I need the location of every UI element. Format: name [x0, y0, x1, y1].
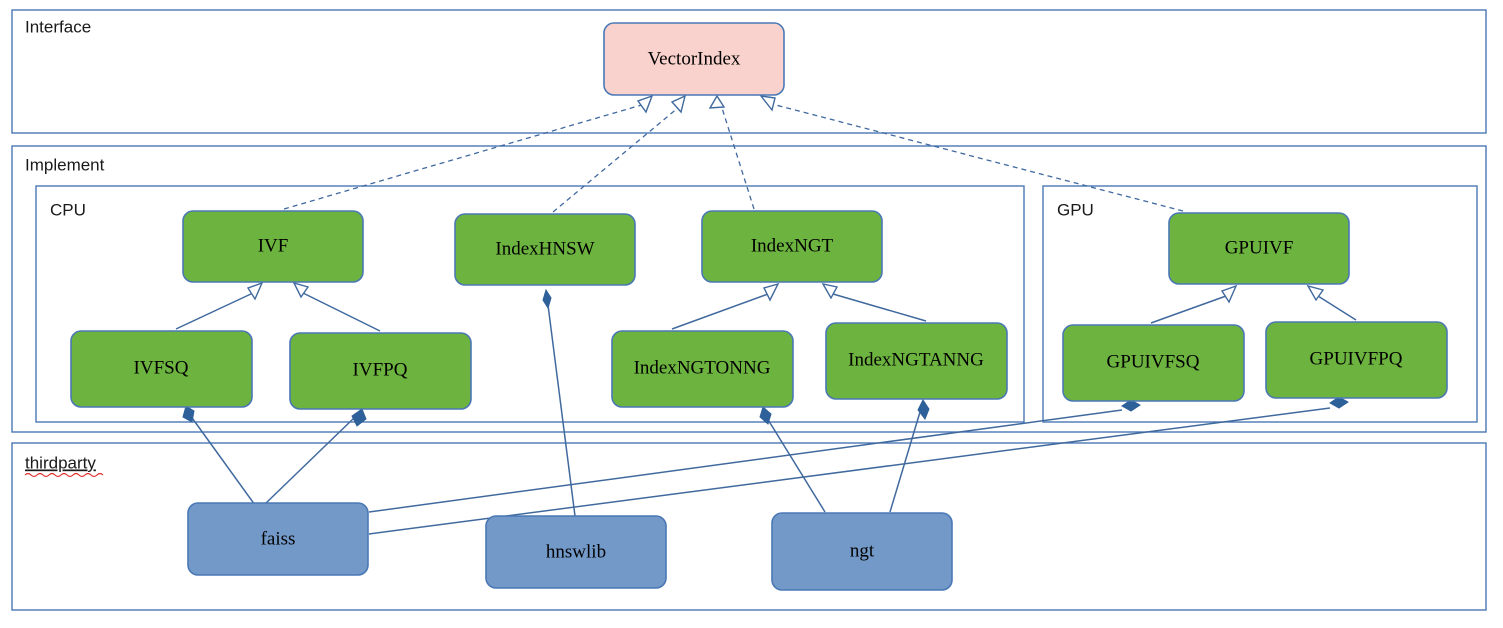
node-indexhnsw-rect[interactable]: [454, 213, 636, 286]
edge-faiss-to-gpuivfpq: [368, 396, 1349, 535]
node-hnswlib-label: hnswlib: [546, 541, 606, 562]
node-gpuivfsq-label: GPUIVFSQ: [1107, 351, 1200, 372]
realization-arrowhead: [708, 94, 726, 109]
composition-diamond: [351, 408, 367, 427]
generalization-arrowhead: [762, 282, 780, 302]
node-indexhnsw-label: IndexHNSW: [495, 238, 594, 259]
node-indexngtanng[interactable]: IndexNGTANNG: [825, 322, 1008, 400]
node-indexhnsw[interactable]: IndexHNSW: [454, 213, 636, 286]
node-indexngtanng-rect[interactable]: [825, 322, 1008, 400]
container-implement-label: Implement: [25, 155, 105, 174]
node-ivfsq-label: IVFSQ: [134, 357, 189, 378]
edge-indexngtanng-to-indexngt: [821, 282, 927, 322]
node-ivfpq[interactable]: IVFPQ: [289, 332, 472, 410]
node-gpuivfpq-label: GPUIVFPQ: [1310, 348, 1403, 369]
node-ivf-rect[interactable]: [182, 210, 364, 283]
edge-gpuivfsq-to-gpuivf: [1150, 284, 1238, 324]
node-faiss-rect[interactable]: [187, 502, 369, 576]
composition-diamond: [917, 399, 930, 420]
node-indexngtonng-label: IndexNGTONNG: [634, 357, 771, 378]
composition-diamond: [759, 406, 772, 425]
edge-ivf-to-vectorindex: [283, 94, 654, 210]
generalization-arrowhead: [246, 281, 264, 301]
edge-ngt-to-indexngtanng: [889, 399, 930, 513]
node-vectorindex-rect[interactable]: [603, 22, 785, 96]
container-gpu-label: GPU: [1057, 200, 1094, 219]
node-indexngtonng-rect[interactable]: [611, 330, 794, 408]
edge-ivfpq-to-ivf: [292, 281, 381, 332]
realization-arrowhead: [670, 94, 687, 114]
composition-diamond: [182, 405, 195, 423]
generalization-arrowhead: [1306, 284, 1325, 302]
node-ngt[interactable]: ngt: [771, 512, 953, 591]
node-indexngt-rect[interactable]: [701, 210, 883, 283]
edge-ivfsq-to-ivf: [175, 281, 264, 330]
node-ivf-label: IVF: [258, 235, 289, 256]
composition-diamond: [542, 288, 552, 310]
edge-indexngtonng-to-indexngt: [671, 282, 780, 330]
realization-arrowhead: [636, 94, 654, 114]
edge-gpuivfpq-to-gpuivf: [1306, 284, 1357, 321]
node-vectorindex-label: VectorIndex: [648, 48, 741, 69]
node-gpuivfpq-rect[interactable]: [1265, 321, 1448, 399]
container-cpu-label: CPU: [50, 200, 86, 219]
edge-hnswlib-to-indexhnsw: [542, 288, 576, 517]
generalization-arrowhead: [292, 281, 310, 299]
node-ngt-label: ngt: [850, 540, 875, 561]
edge-indexhnsw-to-vectorindex: [552, 94, 687, 213]
node-gpuivf-rect[interactable]: [1168, 212, 1350, 285]
container-interface-label: Interface: [25, 17, 91, 36]
node-indexngtanng-label: IndexNGTANNG: [848, 349, 984, 370]
node-ivfpq-rect[interactable]: [289, 332, 472, 410]
node-indexngt-label: IndexNGT: [751, 235, 834, 256]
node-vectorindex[interactable]: VectorIndex: [603, 22, 785, 96]
node-hnswlib[interactable]: hnswlib: [485, 515, 667, 589]
node-gpuivfsq[interactable]: GPUIVFSQ: [1062, 324, 1245, 402]
node-gpuivfpq[interactable]: GPUIVFPQ: [1265, 321, 1448, 399]
node-ivfsq-rect[interactable]: [70, 330, 253, 408]
edge-ngt-to-indexngtonng: [759, 406, 826, 513]
container-thirdparty-label: thirdparty: [25, 453, 96, 472]
generalization-arrowhead: [1220, 284, 1238, 304]
realization-arrowhead: [759, 95, 776, 112]
node-hnswlib-rect[interactable]: [485, 515, 667, 589]
spellcheck-squiggle-icon: [24, 472, 104, 478]
node-ngt-rect[interactable]: [771, 512, 953, 591]
edge-faiss-to-ivfsq: [182, 405, 256, 506]
node-indexngtonng[interactable]: IndexNGTONNG: [611, 330, 794, 408]
node-ivfsq[interactable]: IVFSQ: [70, 330, 253, 408]
composition-diamond: [1121, 399, 1141, 412]
node-gpuivfsq-rect[interactable]: [1062, 324, 1245, 402]
node-faiss-label: faiss: [261, 528, 296, 549]
node-faiss[interactable]: faiss: [187, 502, 369, 576]
node-ivfpq-label: IVFPQ: [353, 359, 408, 380]
generalization-arrowhead: [821, 282, 839, 300]
edge-indexngt-to-vectorindex: [708, 94, 755, 210]
composition-diamond: [1329, 396, 1349, 409]
edge-faiss-to-gpuivfsq: [368, 399, 1141, 513]
node-gpuivf-label: GPUIVF: [1225, 237, 1294, 258]
node-gpuivf[interactable]: GPUIVF: [1168, 212, 1350, 285]
node-ivf[interactable]: IVF: [182, 210, 364, 283]
edge-faiss-to-ivfpq: [264, 408, 367, 505]
node-indexngt[interactable]: IndexNGT: [701, 210, 883, 283]
edge-gpuivf-to-vectorindex: [759, 95, 1184, 212]
